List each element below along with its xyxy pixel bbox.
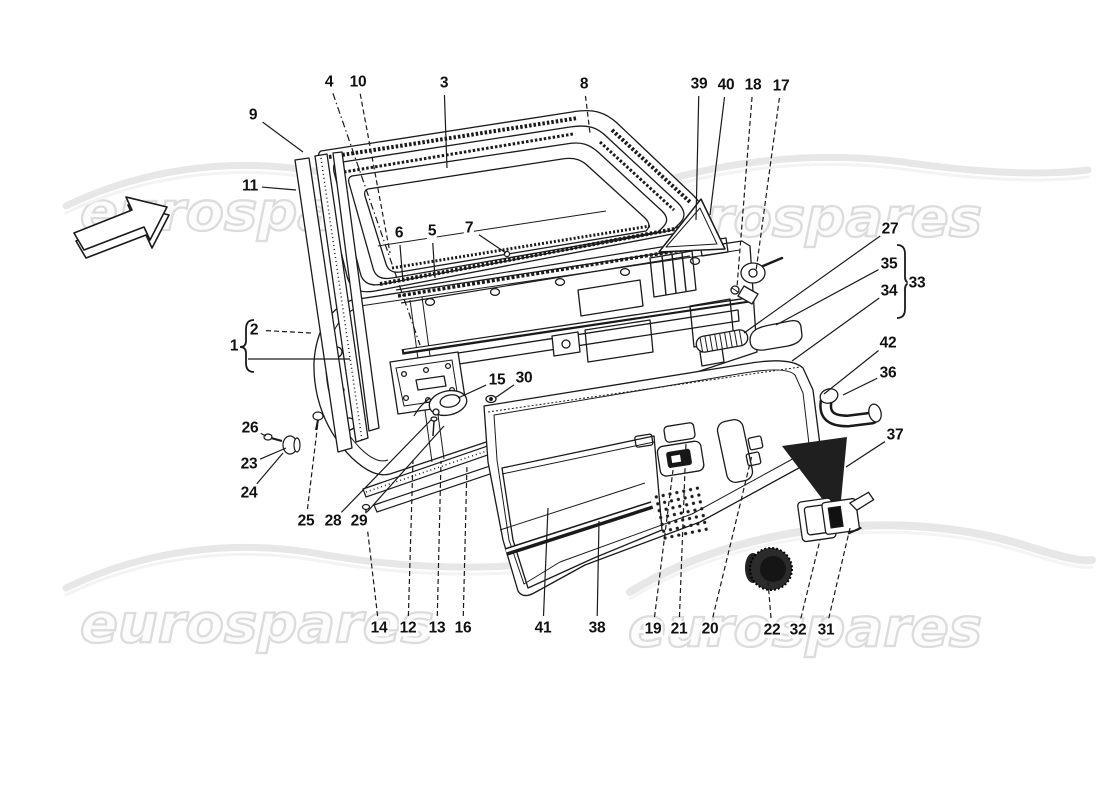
- bracket-label-33: [896, 244, 912, 319]
- leader-line-35: [775, 269, 879, 326]
- leader-line-13: [436, 460, 442, 617]
- leader-line-7: [478, 234, 507, 254]
- leader-line-15: [457, 384, 487, 399]
- leader-line-30: [494, 384, 515, 399]
- leader-line-26: [260, 432, 267, 437]
- leader-line-38: [596, 520, 600, 617]
- leader-line-34: [791, 297, 880, 362]
- leader-line-39: [695, 95, 700, 221]
- door-lock-art: [730, 256, 784, 305]
- leader-line-23: [259, 447, 287, 460]
- leader-line-5: [432, 242, 436, 279]
- leader-line-31: [828, 527, 851, 619]
- leader-line-14: [365, 516, 379, 617]
- leader-line-8: [584, 95, 591, 134]
- armrest-art: [695, 319, 803, 353]
- leader-line-17: [755, 97, 780, 272]
- vent-window-art: [658, 198, 726, 253]
- leader-line-4: [332, 93, 421, 346]
- leader-line-32: [800, 539, 821, 619]
- leader-line-16: [462, 463, 468, 617]
- leader-line-37: [845, 441, 886, 468]
- leader-line-3: [443, 94, 448, 169]
- fasteners-art: [263, 411, 324, 455]
- window-frame-art: [294, 109, 703, 453]
- leader-line-29: [366, 425, 445, 513]
- leader-line-18: [736, 96, 753, 288]
- leader-line-40: [709, 96, 726, 216]
- leader-line-27: [743, 235, 881, 334]
- leader-line-42: [823, 350, 879, 395]
- leader-line-41: [542, 507, 549, 617]
- leader-line-20: [712, 454, 753, 618]
- striker-art: [797, 491, 875, 543]
- leader-line-21: [678, 442, 687, 618]
- leader-line-12: [407, 459, 414, 617]
- leader-line-2: [265, 330, 312, 334]
- leader-line-10: [359, 93, 391, 254]
- leader-line-24: [256, 452, 284, 485]
- direction-arrow-icon: [73, 196, 170, 259]
- leader-line-19: [653, 469, 674, 618]
- leader-line-36: [842, 377, 878, 396]
- bracket-label-1: [239, 319, 255, 373]
- leader-line-6: [399, 244, 404, 283]
- leader-line-11: [261, 186, 297, 191]
- leader-line-28: [340, 419, 432, 513]
- door-latch-art: [413, 389, 497, 437]
- pull-handle-art: [819, 388, 882, 428]
- leader-line-22: [767, 581, 772, 619]
- leader-line-25: [306, 421, 319, 510]
- round-knob-art: [745, 547, 793, 591]
- leader-line-9: [262, 121, 304, 153]
- sill-seal-art: [395, 242, 691, 304]
